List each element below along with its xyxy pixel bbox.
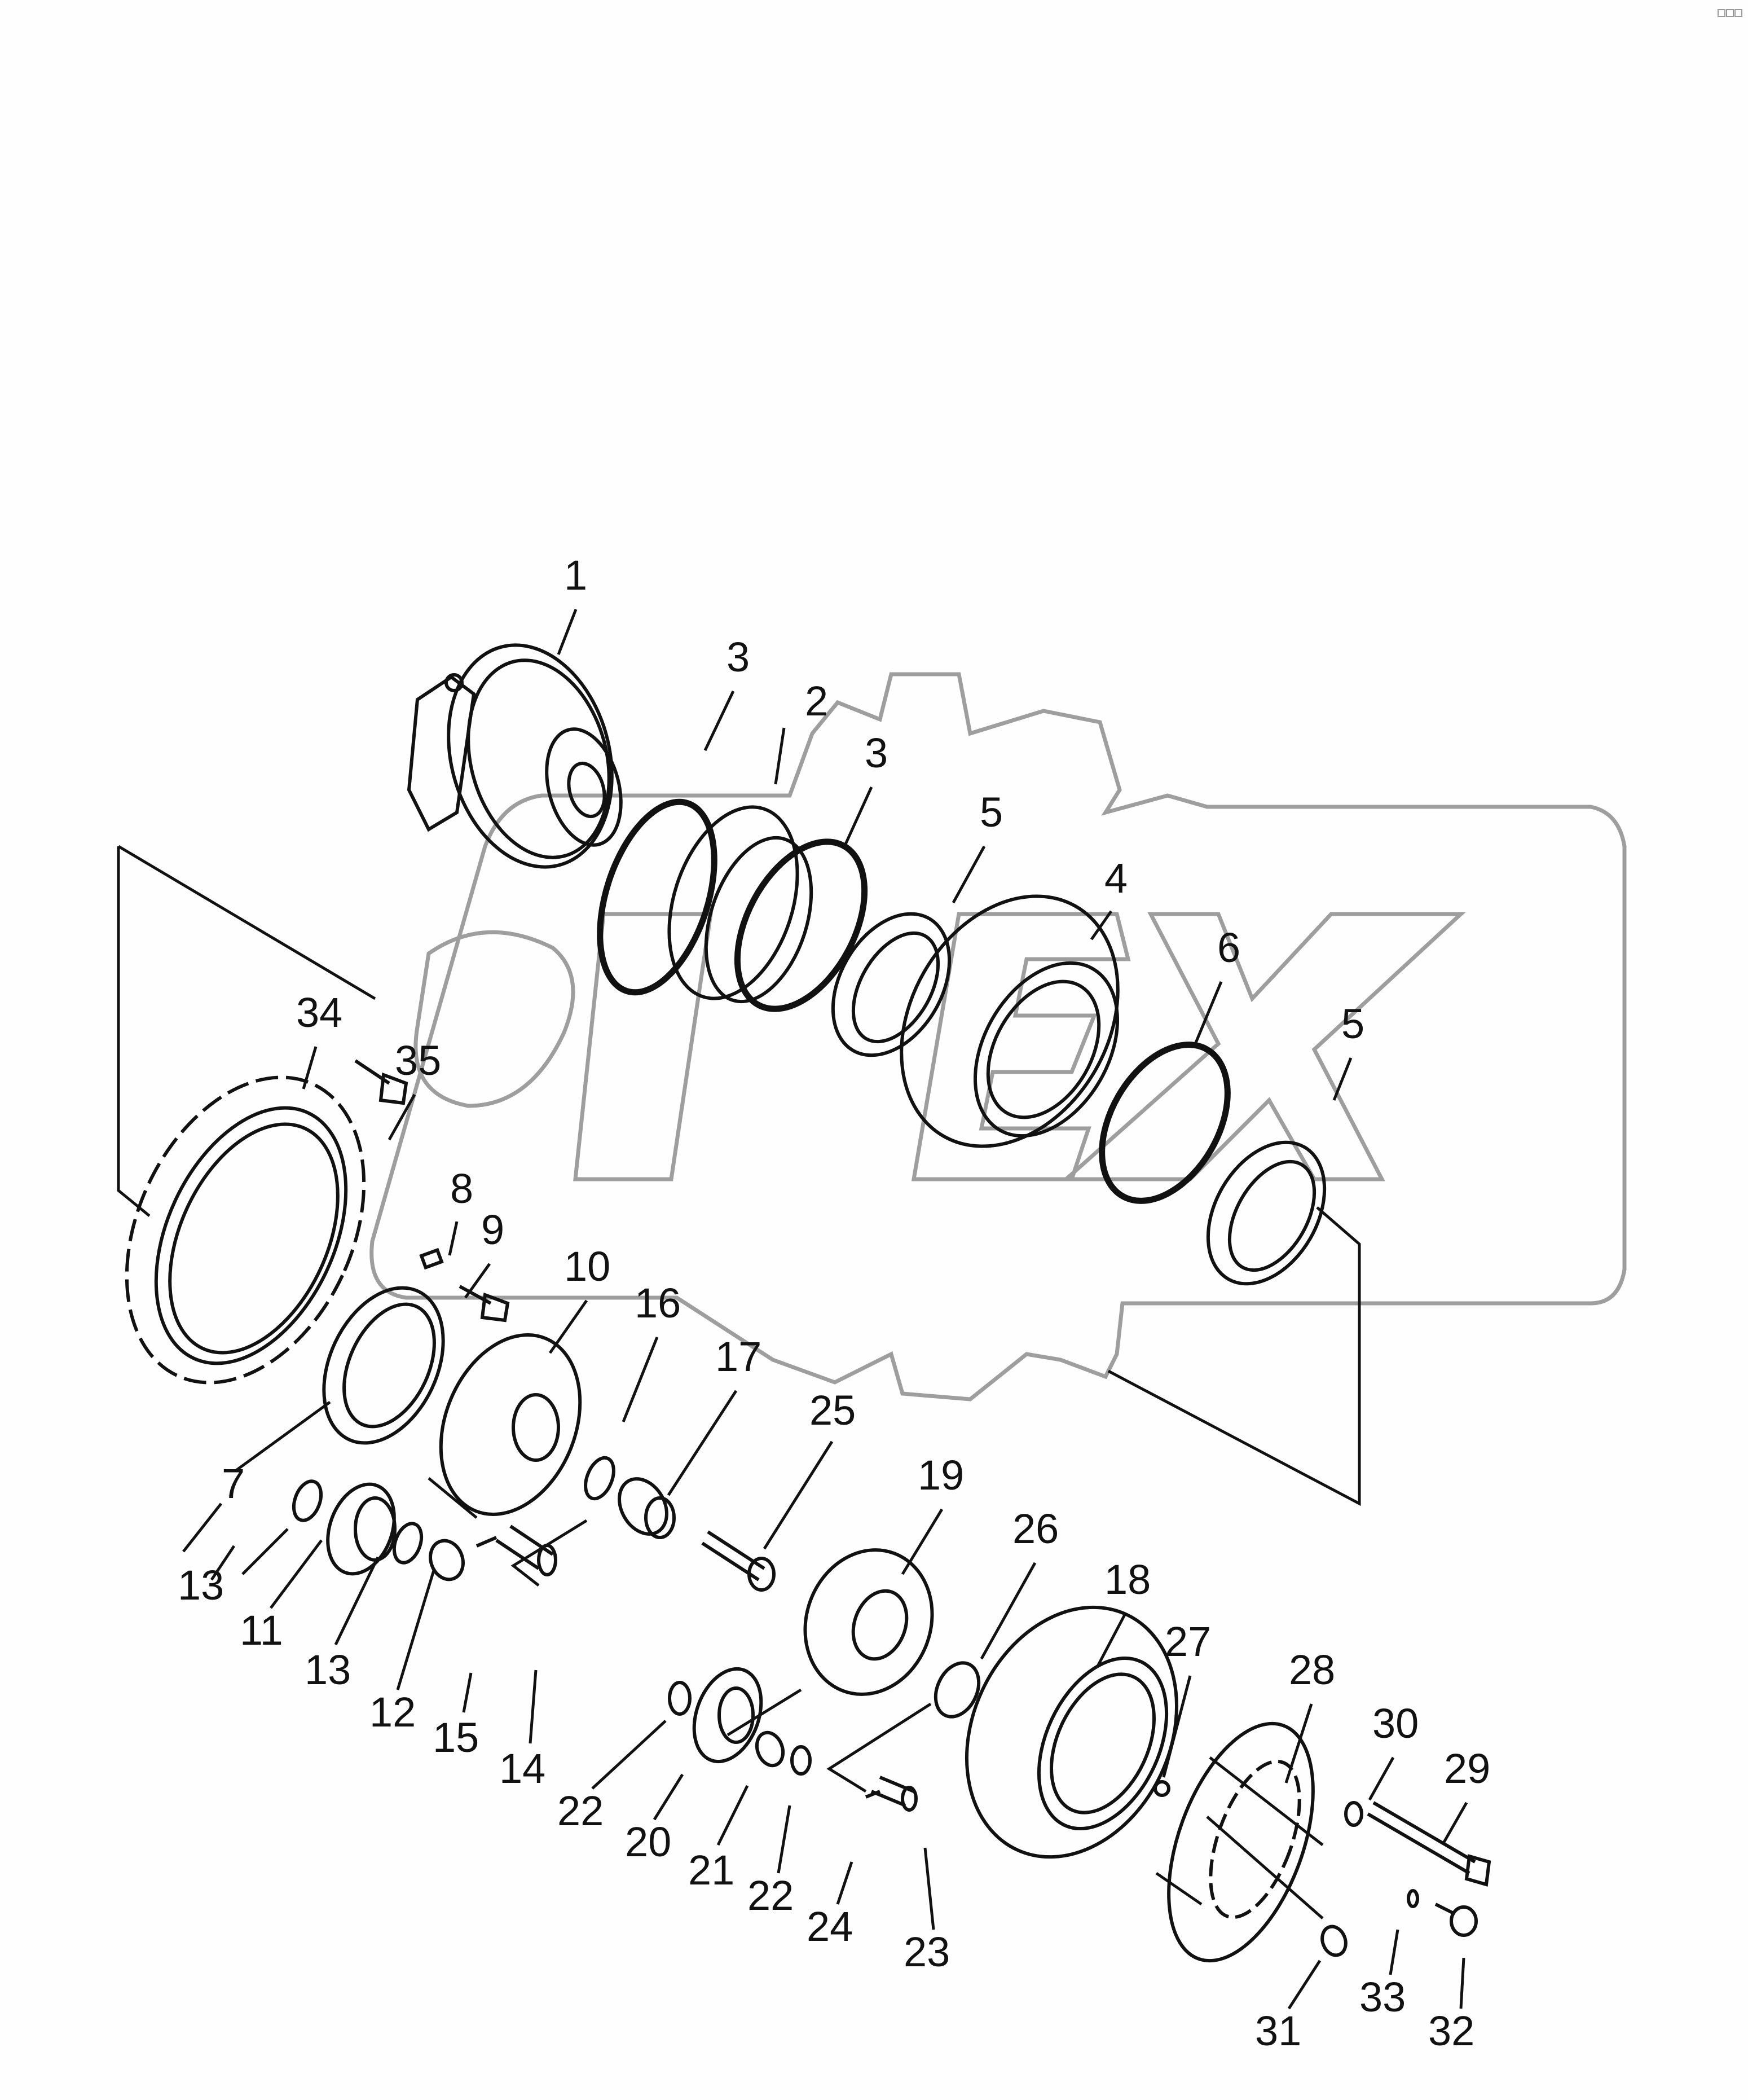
part-17-sun-gear — [618, 1477, 676, 1539]
callout-34: 34 — [296, 989, 342, 1036]
callout-2: 2 — [805, 678, 828, 724]
part-1-motor-hub — [407, 643, 623, 869]
callout-18: 18 — [1104, 1556, 1151, 1603]
part-16-washer — [584, 1456, 615, 1501]
part-35-bolt — [354, 1059, 408, 1105]
part-13-washer — [292, 1479, 323, 1522]
part-2-floating-seal — [667, 805, 813, 1004]
callout-32: 32 — [1428, 2007, 1474, 2054]
callout-26: 26 — [1012, 1505, 1059, 1552]
callout-10: 10 — [564, 1243, 610, 1290]
leader-lines — [117, 609, 1468, 2010]
part-30-washer — [1344, 1801, 1363, 1827]
part-28-cover — [1167, 1721, 1315, 1963]
callout-30: 30 — [1372, 1700, 1419, 1747]
part-25-shaft — [701, 1530, 776, 1592]
callout-17: 17 — [715, 1333, 761, 1380]
part-18-ring-gear — [965, 1605, 1179, 1859]
callout-1: 1 — [564, 552, 587, 599]
callout-14: 14 — [499, 1745, 545, 1792]
part-6-o-ring — [1099, 1042, 1231, 1204]
callout-22: 22 — [747, 1872, 794, 1919]
callout-24: 24 — [807, 1903, 853, 1950]
callout-11: 11 — [240, 1607, 283, 1654]
part-13-washer — [392, 1522, 424, 1565]
callout-21: 21 — [688, 1847, 734, 1893]
callout-labels: 1 3 2 3 5 4 6 5 34 35 8 9 10 16 17 25 7 … — [178, 552, 1490, 2054]
part-34-sprocket — [125, 1075, 366, 1385]
callout-19: 19 — [918, 1452, 964, 1499]
callout-28: 28 — [1289, 1646, 1335, 1693]
part-32-plug — [1434, 1903, 1478, 1937]
part-7-ring — [322, 1286, 445, 1445]
part-3-o-ring — [597, 798, 717, 996]
callout-20: 20 — [625, 1818, 671, 1865]
callout-16: 16 — [635, 1280, 681, 1326]
part-31-plug — [1320, 1925, 1348, 1957]
part-4-hub-housing — [900, 894, 1120, 1148]
callout-22: 22 — [557, 1787, 604, 1834]
callout-12: 12 — [369, 1689, 416, 1736]
part-15-pin — [475, 1536, 497, 1548]
callout-27: 27 — [1165, 1618, 1211, 1665]
part-9-bolt — [459, 1285, 510, 1323]
callout-15: 15 — [433, 1714, 479, 1761]
part-24-pin — [865, 1790, 881, 1799]
part-5-bearing — [1206, 1140, 1327, 1286]
part-11-planet-gear — [326, 1482, 397, 1576]
part-21-needle-bearing — [755, 1730, 785, 1768]
part-22-washer — [668, 1681, 692, 1716]
corner-mark — [1718, 9, 1725, 17]
part-12-needle-bearing — [429, 1539, 465, 1581]
callout-31: 31 — [1255, 2007, 1301, 2054]
callout-23: 23 — [904, 1928, 950, 1975]
callout-29: 29 — [1444, 1745, 1490, 1792]
part-27-ball — [1153, 1780, 1170, 1797]
callout-13: 13 — [178, 1562, 224, 1609]
callout-8: 8 — [450, 1165, 473, 1212]
callout-6: 6 — [1217, 924, 1240, 971]
part-8-lock-plate — [419, 1247, 444, 1270]
part-33-o-ring — [1407, 1889, 1419, 1908]
part-22-washer — [790, 1745, 812, 1776]
callout-3: 3 — [727, 634, 750, 680]
callout-13: 13 — [305, 1646, 351, 1693]
callout-33: 33 — [1359, 1974, 1406, 2020]
part-26-washer — [934, 1661, 981, 1719]
corner-mark — [1726, 9, 1734, 17]
part-29-bolt — [1367, 1801, 1491, 1887]
callout-7: 7 — [222, 1460, 245, 1507]
callout-25: 25 — [809, 1387, 856, 1434]
part-3-o-ring — [734, 838, 868, 1012]
callout-4: 4 — [1104, 855, 1128, 902]
part-5-bearing — [831, 912, 952, 1057]
part-10-carrier — [439, 1333, 582, 1516]
part-19-carrier — [803, 1548, 934, 1696]
part-20-planet-gear — [692, 1667, 763, 1764]
callout-9: 9 — [481, 1206, 504, 1253]
part-14-shaft — [495, 1525, 557, 1576]
callout-5: 5 — [980, 789, 1003, 836]
callout-3: 3 — [865, 730, 888, 776]
corner-mark — [1734, 9, 1742, 17]
callout-5: 5 — [1341, 1000, 1364, 1047]
callout-35: 35 — [395, 1037, 441, 1084]
watermark-logo — [369, 672, 1627, 1402]
